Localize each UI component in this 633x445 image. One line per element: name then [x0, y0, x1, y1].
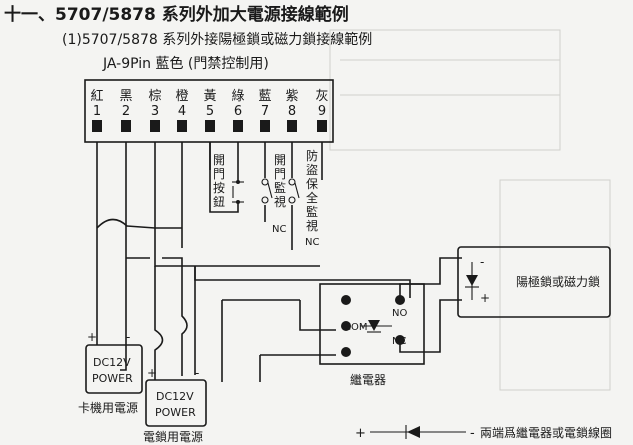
ja-9pin-connector: 紅1 黑2 棕3 橙4 黃5 綠6 藍7 紫8 灰9 — [84, 79, 334, 143]
tamper-monitor-switch — [288, 178, 300, 204]
pin-number-label: 5 — [206, 104, 214, 119]
pin-number-label: 8 — [288, 104, 296, 119]
lock-power-plus: + — [147, 366, 157, 380]
pin-color-label: 紫 — [285, 89, 298, 104]
pin-terminal — [260, 120, 270, 132]
reader-power-label: 卡機用電源 — [78, 400, 138, 415]
pin-color-label: 棕 — [148, 89, 161, 104]
relay-lock-wiring — [399, 257, 462, 353]
lock-power-minus: - — [195, 366, 199, 380]
reader-power-line1: DC12V — [93, 356, 131, 369]
pin-number-label: 9 — [318, 104, 326, 119]
connector-label: JA-9Pin 藍色 (門禁控制用) — [102, 55, 269, 72]
pin-terminal — [121, 120, 131, 132]
pin-color-label: 紅 — [90, 89, 103, 104]
pin-terminal — [177, 120, 187, 132]
legend-text: 兩端爲繼電器或電鎖線圈 — [480, 425, 612, 440]
pin-number-label: 4 — [178, 104, 186, 119]
lock-box — [457, 246, 611, 318]
legend-diode-icon — [407, 426, 420, 438]
lock-power-line2: POWER — [155, 406, 196, 419]
lock-diode-icon — [466, 275, 478, 286]
pin-color-label: 綠 — [231, 89, 244, 104]
pin-number-label: 2 — [122, 104, 130, 119]
pin-number-label: 3 — [151, 104, 159, 119]
reader-power-line2: POWER — [92, 372, 133, 385]
reader-power-plus: + — [87, 330, 97, 344]
door-monitor-switch — [261, 178, 273, 204]
relay-no-label: NO — [392, 308, 407, 319]
relay-diode-icon — [368, 320, 380, 331]
lock-minus: - — [480, 255, 484, 269]
door-button-label: 開門按鈕 — [213, 153, 225, 209]
pin-wires — [96, 142, 323, 345]
pin-terminal — [150, 120, 160, 132]
page-subtitle: (1)5707/5878 系列外接陽極鎖或磁力鎖接線範例 — [62, 31, 372, 48]
pin-color-label: 灰 — [315, 89, 328, 104]
door-monitor-nc: NC — [272, 224, 286, 235]
pin-number-label: 1 — [93, 104, 101, 119]
lock-power-label: 電鎖用電源 — [143, 429, 203, 444]
pin-terminal — [233, 120, 243, 132]
legend-minus: - — [470, 426, 475, 441]
pin-row: 紅1 黑2 棕3 橙4 黃5 綠6 藍7 紫8 灰9 — [90, 89, 329, 132]
pin-color-label: 藍 — [258, 89, 271, 104]
lock-power-line1: DC12V — [156, 390, 194, 403]
bus-wiring — [96, 218, 411, 382]
pin-terminal — [287, 120, 297, 132]
door-button-switch — [232, 180, 244, 204]
pin-color-label: 黃 — [203, 89, 216, 104]
lock-plus: + — [480, 291, 490, 305]
pin-terminal — [92, 120, 102, 132]
lock-label: 陽極鎖或磁力鎖 — [516, 274, 600, 289]
tamper-monitor-nc: NC — [305, 237, 319, 248]
pin-terminal — [205, 120, 215, 132]
door-monitor-label: 開門監視 — [274, 153, 286, 209]
pin-terminal — [317, 120, 327, 132]
pin-number-label: 7 — [261, 104, 269, 119]
pin-color-label: 黑 — [119, 89, 132, 104]
background-ghost-lines — [329, 29, 611, 391]
legend: + - 兩端爲繼電器或電鎖線圈 — [355, 425, 612, 441]
page-title: 十一、5707/5878 系列外加大電源接線範例 — [4, 4, 349, 25]
pin-color-label: 橙 — [175, 89, 188, 104]
reader-power-box — [85, 344, 143, 394]
reader-power-minus: - — [126, 330, 130, 344]
relay-block — [319, 283, 425, 365]
relay-label: 繼電器 — [350, 373, 386, 387]
relay-com-label: COM — [344, 322, 367, 333]
tamper-monitor-label: 防盜保全監視 — [306, 148, 318, 233]
lock-power-box — [145, 379, 207, 427]
legend-plus: + — [355, 426, 366, 441]
pin-number-label: 6 — [234, 104, 242, 119]
